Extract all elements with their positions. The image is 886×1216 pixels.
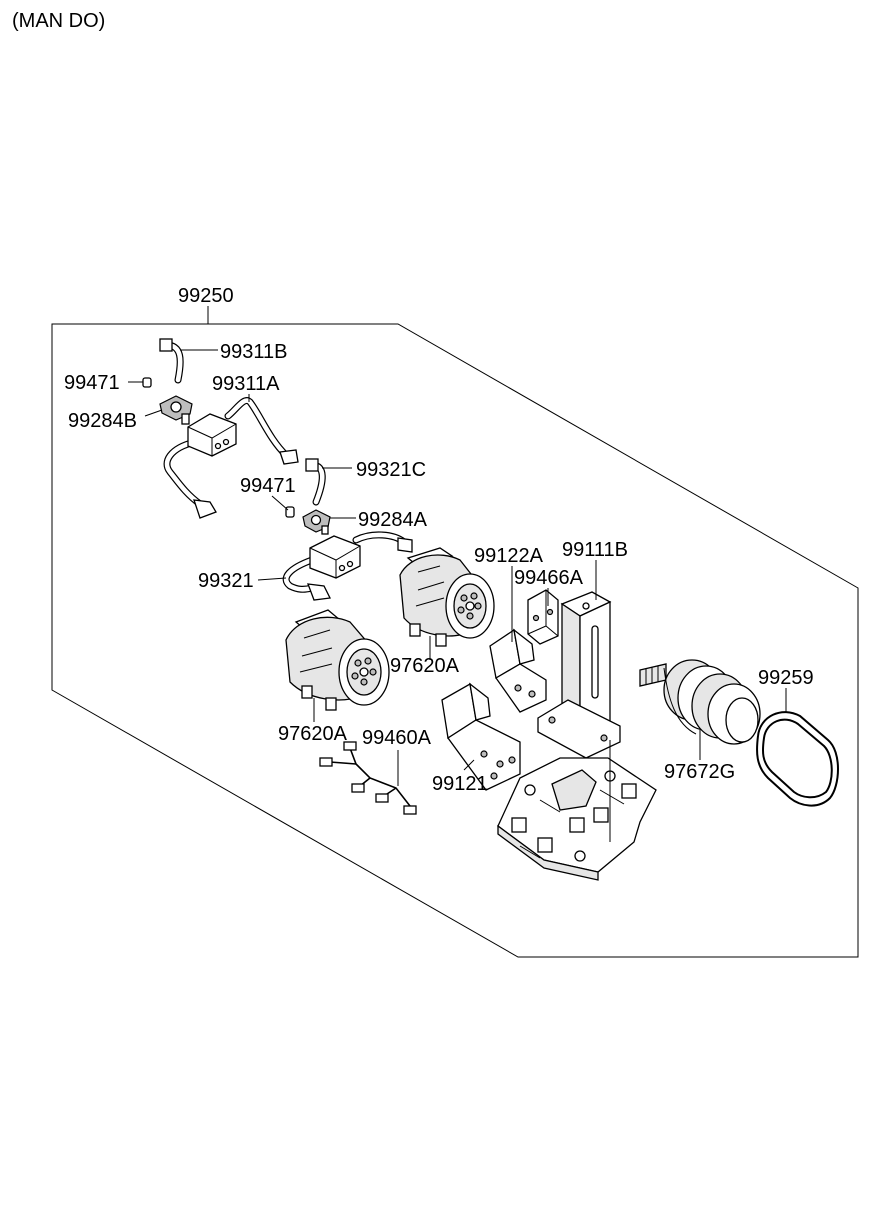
label-99311b: 99311B — [220, 341, 287, 363]
label-99250: 99250 — [178, 285, 234, 307]
label-99321c: 99321C — [356, 459, 426, 481]
leader-lines — [128, 349, 787, 786]
label-99466a: 99466A — [514, 567, 584, 589]
wiring-harness-99460a-part — [319, 741, 417, 815]
label-99284a: 99284A — [358, 509, 428, 531]
plate-99466a-part — [527, 589, 559, 645]
label-97620a-lower: 97620A — [278, 723, 348, 745]
label-99122a: 99122A — [474, 545, 544, 567]
label-99121: 99121 — [432, 773, 488, 795]
variant-header: (MAN DO) — [12, 10, 106, 32]
oring-99471-upper-part — [142, 377, 152, 388]
bracket-99121-part — [441, 682, 521, 791]
hose-99321-part — [282, 531, 413, 601]
valve-99284b-part — [159, 395, 193, 425]
label-99471-upper: 99471 — [64, 372, 120, 394]
compressor-97620a-upper-part — [399, 547, 495, 647]
compressor-97620a-lower-part — [285, 609, 390, 711]
clutch-pulley-97672g-part — [639, 659, 761, 745]
valve-99284a-part — [302, 509, 331, 535]
label-97672g: 97672G — [664, 761, 735, 783]
label-99321: 99321 — [198, 570, 254, 592]
label-99311a: 99311A — [212, 373, 280, 395]
label-99460a: 99460A — [362, 727, 432, 749]
oring-99471-lower-part — [285, 506, 295, 518]
label-99259: 99259 — [758, 667, 814, 689]
hose-99321c-part — [305, 458, 326, 506]
assembly-boundary — [51, 323, 859, 958]
hose-99311b-part — [159, 338, 184, 384]
mounting-base-plate-part — [497, 740, 657, 881]
bracket-99111b-part — [537, 591, 621, 759]
label-99471-lower: 99471 — [240, 475, 296, 497]
hose-99311a-part — [163, 397, 299, 519]
label-99111b: 99111B — [562, 539, 628, 561]
part-labels: 99250 99311B 99471 99311A 99284B 99321C … — [64, 285, 814, 795]
label-99284b: 99284B — [68, 410, 137, 432]
drive-belt-99259-part — [756, 711, 839, 807]
label-97620a-upper: 97620A — [390, 655, 460, 677]
